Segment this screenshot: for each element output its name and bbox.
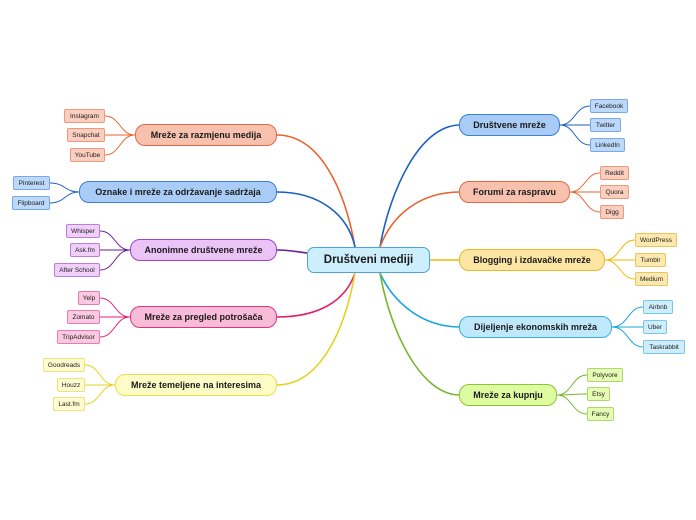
- leaf-uber[interactable]: Uber: [643, 320, 667, 334]
- leaf-wordpress[interactable]: WordPress: [635, 233, 677, 247]
- leaf-pinterest[interactable]: Pinterest: [13, 176, 50, 190]
- leaf-medium[interactable]: Medium: [635, 272, 668, 286]
- leaf-houzz[interactable]: Houzz: [57, 378, 85, 392]
- leaf-yelp[interactable]: Yelp: [78, 291, 100, 305]
- leaf-snapchat[interactable]: Snapchat: [67, 128, 105, 142]
- leaf-whisper[interactable]: Whisper: [66, 224, 100, 238]
- leaf-lastfm[interactable]: Last.fm: [53, 397, 85, 411]
- branch-forumi-za-raspravu[interactable]: Forumi za raspravu: [459, 181, 570, 203]
- branch-mreze-za-kupnju[interactable]: Mreže za kupnju: [459, 384, 557, 406]
- leaf-askfm[interactable]: Ask.fm: [70, 243, 100, 257]
- leaf-youtube[interactable]: YouTube: [70, 148, 105, 162]
- branch-blogging[interactable]: Blogging i izdavačke mreže: [459, 249, 605, 271]
- branch-pregled-potrosaca[interactable]: Mreže za pregled potrošača: [130, 306, 277, 328]
- leaf-after-school[interactable]: After School: [54, 263, 100, 277]
- leaf-airbnb[interactable]: Airbnb: [643, 300, 673, 314]
- leaf-quora[interactable]: Quora: [600, 185, 629, 199]
- branch-razmjena-medija[interactable]: Mreže za razmjenu medija: [135, 124, 277, 146]
- branch-interesi[interactable]: Mreže temeljene na interesima: [115, 374, 277, 396]
- leaf-etsy[interactable]: Etsy: [587, 387, 610, 401]
- leaf-reddit[interactable]: Reddit: [600, 166, 629, 180]
- branch-dijeljenje[interactable]: Dijeljenje ekonomskih mreža: [459, 316, 612, 338]
- leaf-goodreads[interactable]: Goodreads: [43, 358, 85, 372]
- central-topic[interactable]: Društveni mediji: [307, 247, 430, 273]
- leaf-linkedin[interactable]: LinkedIn: [590, 138, 625, 152]
- branch-anonimne[interactable]: Anonimne društvene mreže: [130, 239, 277, 261]
- leaf-tripadvisor[interactable]: TripAdvisor: [57, 330, 100, 344]
- leaf-taskrabbit[interactable]: Taskrabbit: [643, 340, 685, 354]
- branch-oznake[interactable]: Oznake i mreže za održavanje sadržaja: [79, 181, 277, 203]
- leaf-twitter[interactable]: Twitter: [590, 118, 621, 132]
- leaf-tumblr[interactable]: Tumblr: [635, 253, 666, 267]
- leaf-zomato[interactable]: Zomato: [67, 310, 100, 324]
- leaf-polyvore[interactable]: Polyvore: [587, 368, 623, 382]
- leaf-flipboard[interactable]: Flipboard: [12, 196, 50, 210]
- leaf-facebook[interactable]: Facebook: [590, 99, 628, 113]
- leaf-digg[interactable]: Digg: [600, 205, 624, 219]
- leaf-fancy[interactable]: Fancy: [587, 407, 614, 421]
- leaf-instagram[interactable]: Instagram: [64, 109, 105, 123]
- branch-drustvene-mreze[interactable]: Društvene mreže: [459, 114, 560, 136]
